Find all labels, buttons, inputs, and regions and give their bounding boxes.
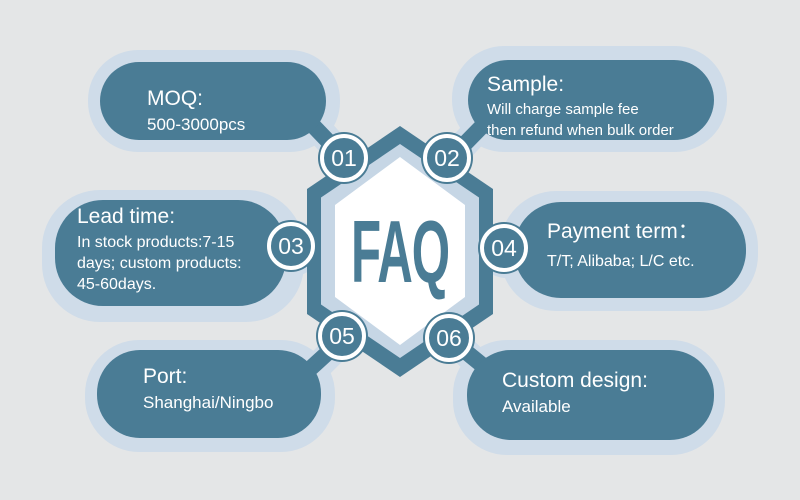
bubble-line: days; custom products: — [77, 255, 242, 272]
step-badge-01: 01 — [320, 134, 368, 182]
bubble-text-port: Port: Shanghai/Ningbo — [143, 364, 273, 416]
bubble-moq — [100, 62, 326, 140]
bubble-line: 500-3000pcs — [147, 115, 246, 134]
bubble-line: T/T; Alibaba; L/C etc. — [547, 253, 695, 270]
bubble-line: 45-60days. — [77, 276, 157, 293]
faq-center-label: FAQ — [351, 202, 450, 301]
bubble-text-sample: Sample: Will charge sample fee then refu… — [487, 72, 674, 140]
hexagon-center — [335, 157, 465, 345]
bubble-line: Will charge sample fee — [487, 101, 639, 118]
bubble-custom — [467, 350, 714, 440]
bubble-text-leadtime: Lead time: In stock products:7-15 days; … — [77, 204, 242, 295]
step-badge-03: 03 — [267, 222, 315, 270]
bubble-title-payment: Payment term： — [547, 220, 699, 243]
bubble-text-moq: MOQ: 500-3000pcs — [147, 86, 245, 138]
step-badge-06: 06 — [425, 314, 473, 362]
bubble-title-moq: MOQ: — [147, 87, 203, 110]
bubble-line: Shanghai/Ningbo — [143, 393, 274, 412]
bubble-text-custom: Custom design: Available — [502, 368, 648, 420]
bubble-leadtime — [55, 200, 286, 306]
step-badge-05: 05 — [318, 312, 366, 360]
step-badge-02: 02 — [423, 134, 471, 182]
bubble-title-custom: Custom design: — [502, 369, 648, 392]
bubble-line: then refund when bulk order — [487, 122, 674, 139]
bubble-line: Available — [502, 397, 571, 416]
bubble-port — [97, 350, 321, 438]
bubble-sample — [468, 60, 714, 140]
step-badge-04: 04 — [480, 224, 528, 272]
bubbles — [55, 60, 746, 440]
bubble-title-port: Port: — [143, 365, 188, 388]
bubble-payment — [514, 202, 746, 298]
bubble-title-leadtime: Lead time: — [77, 205, 176, 228]
bubble-text-payment: Payment term： T/T; Alibaba; L/C etc. — [547, 219, 699, 275]
bubble-title-sample: Sample: — [487, 73, 565, 96]
bubble-line: In stock products:7-15 — [77, 234, 235, 251]
